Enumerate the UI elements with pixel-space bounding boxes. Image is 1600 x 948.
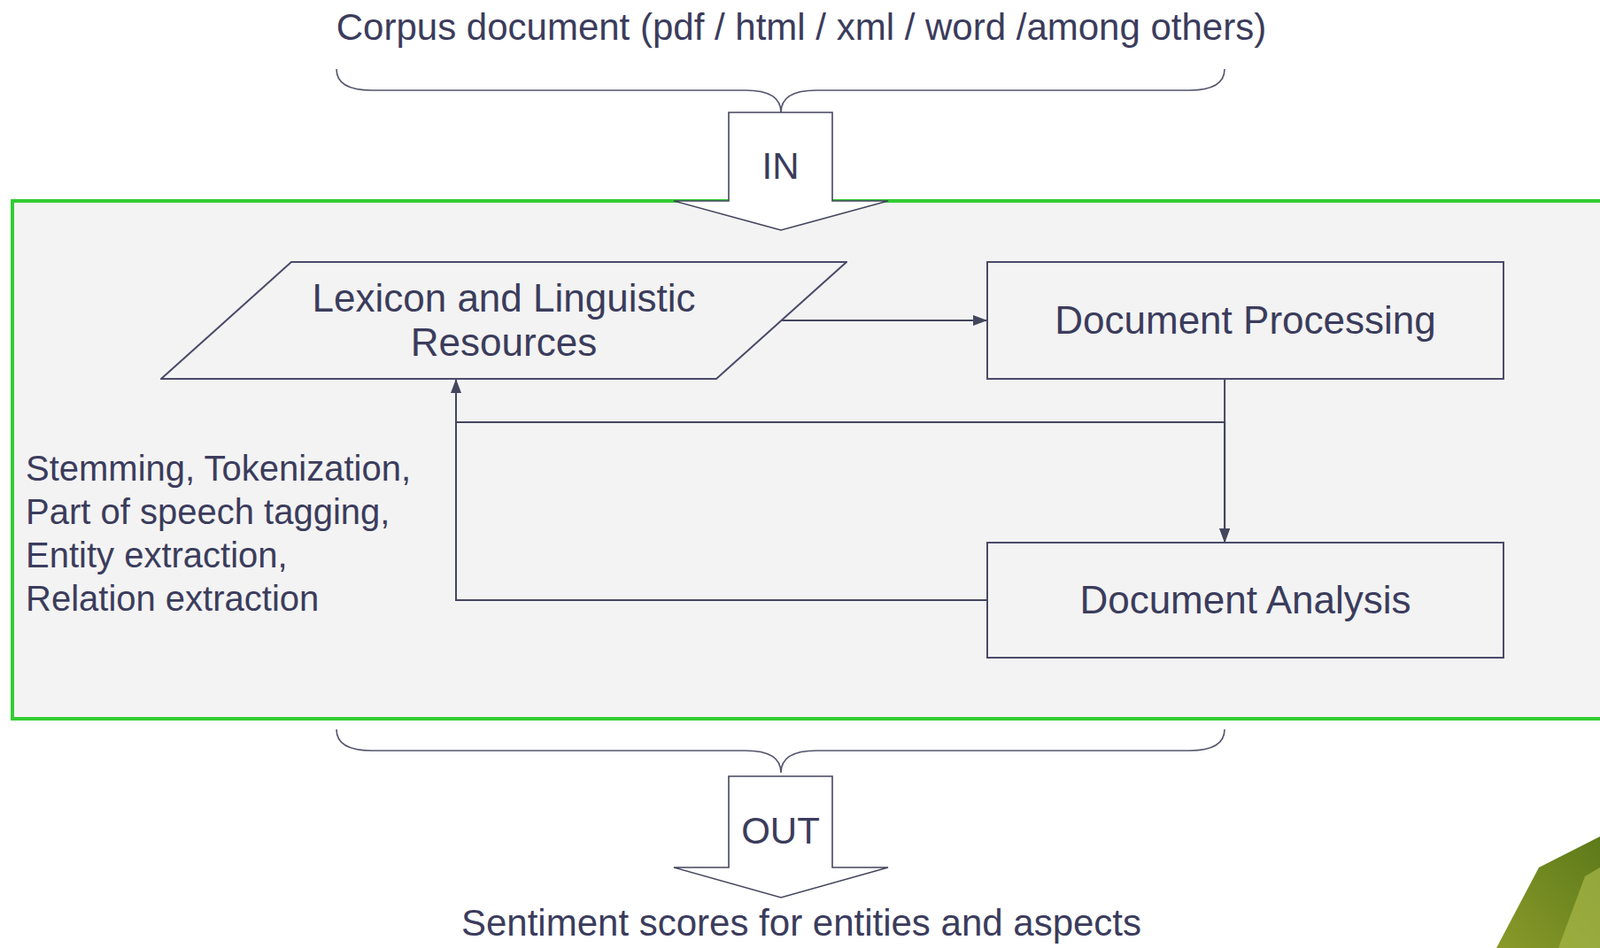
out-label: OUT [728,809,833,854]
leaf-decoration [1496,836,1600,948]
process-box: Document Processing [986,261,1505,380]
process-box: Document Analysis [986,541,1505,659]
node-text: Document Analysis [1079,578,1411,623]
input-caption: Corpus document (pdf / html / xml / word… [181,5,1422,50]
out-arrow [673,776,889,898]
step-list: Stemming, Tokenization, Part of speech t… [25,447,425,621]
connector-arrow [781,319,987,322]
leaf-decoration [1558,867,1600,948]
output-brace [336,729,1225,773]
node-text: Lexicon and Linguistic Resources [309,276,699,365]
in-arrow [673,112,889,231]
resource-parallelogram: Lexicon and Linguistic Resources [160,261,848,380]
connector-arrow [456,379,1225,542]
connector-arrow [456,379,987,601]
system-panel [12,200,1600,719]
in-label: IN [728,144,833,189]
input-brace [336,69,1225,113]
output-caption: Sentiment scores for entities and aspect… [181,901,1422,946]
node-text: Document Processing [1054,298,1436,343]
